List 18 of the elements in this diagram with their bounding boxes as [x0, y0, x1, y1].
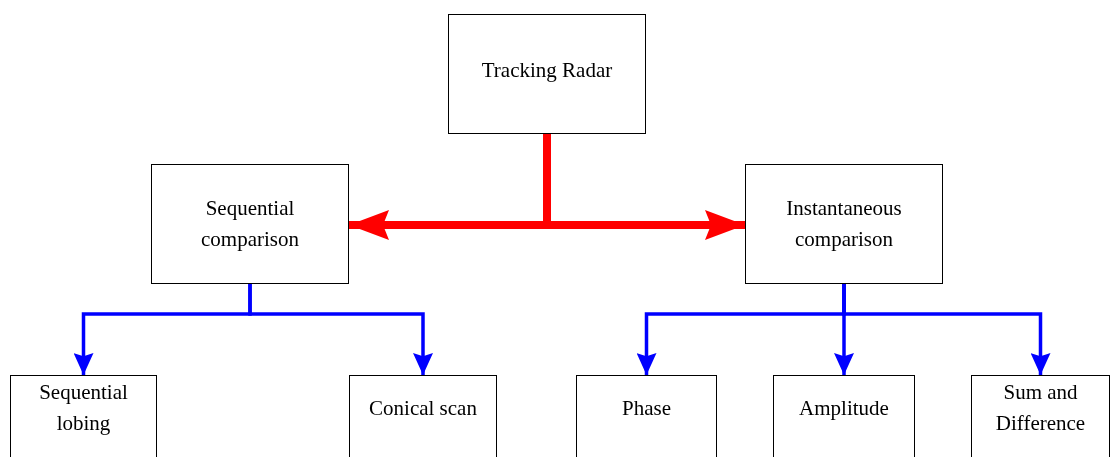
box-label: Tracking Radar	[481, 56, 613, 84]
box-label: Instantaneous comparison	[785, 195, 903, 253]
process-box	[745, 164, 943, 284]
process-box	[10, 375, 157, 457]
box-label: Sequential comparison	[200, 195, 300, 253]
process-box	[349, 375, 497, 457]
process-box	[151, 164, 349, 284]
arrow	[842, 284, 1051, 375]
box-label: Conical scan	[369, 394, 477, 422]
box-label: Sequential lobing	[38, 379, 129, 437]
process-box	[971, 375, 1110, 457]
process-box	[773, 375, 915, 457]
process-box	[576, 375, 717, 457]
process-box	[448, 14, 646, 134]
arrow	[248, 284, 433, 375]
box-label: Sum and Difference	[994, 379, 1087, 437]
box-label: Amplitude	[799, 394, 889, 422]
box-label: Phase	[622, 394, 671, 422]
